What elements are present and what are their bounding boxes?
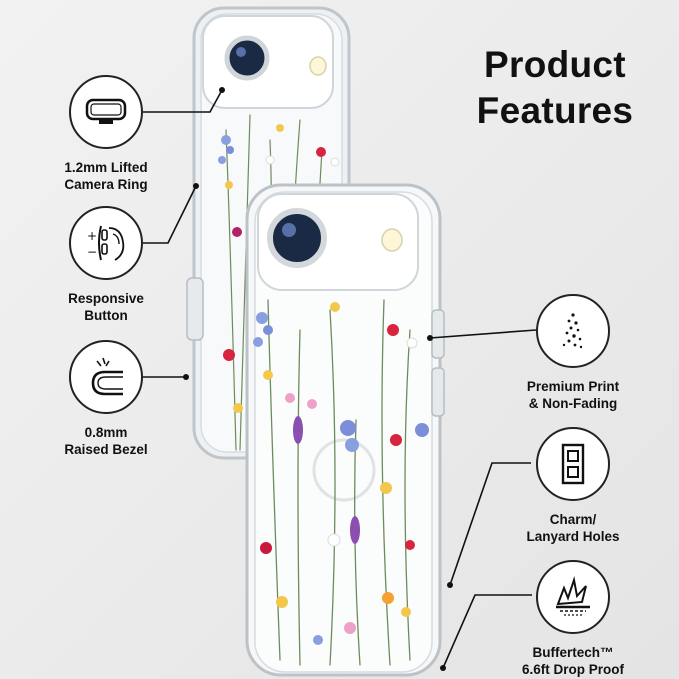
feature-premium-print-circle	[536, 294, 610, 368]
feature-raised-bezel: 0.8mm Raised Bezel	[31, 340, 181, 458]
feature-lanyard-holes-label: Charm/ Lanyard Holes	[526, 512, 620, 544]
camera-ring-icon	[85, 98, 127, 124]
feature-drop-proof: Buffertech™ 6.6ft Drop Proof	[498, 560, 648, 678]
drop-proof-icon	[556, 576, 590, 616]
feature-premium-print-label: Premium Print & Non-Fading	[526, 379, 620, 411]
svg-text:−: −	[87, 245, 97, 259]
feature-lanyard-holes-circle	[536, 427, 610, 501]
feature-premium-print: Premium Print & Non-Fading	[498, 294, 648, 412]
feature-drop-proof-label: Buffertech™ 6.6ft Drop Proof	[521, 645, 624, 677]
feature-lanyard-holes: Charm/ Lanyard Holes	[498, 427, 648, 545]
front-phone-floral-print	[223, 299, 429, 666]
feature-raised-bezel-label: 0.8mm Raised Bezel	[64, 425, 148, 457]
print-dots-icon	[562, 313, 583, 349]
feature-raised-bezel-circle	[69, 340, 143, 414]
button-icon: + −	[87, 225, 125, 261]
bezel-icon	[91, 357, 123, 396]
product-features-title: Product Features	[455, 42, 655, 134]
title-line-1: Product	[484, 44, 626, 85]
feature-responsive-button: + − Responsive Button	[31, 206, 181, 324]
feature-camera-ring-circle	[69, 75, 143, 149]
feature-camera-ring-label: 1.2mm Lifted Camera Ring	[64, 160, 148, 192]
feature-responsive-button-circle: + −	[69, 206, 143, 280]
svg-text:+: +	[87, 229, 97, 243]
lanyard-hole-icon	[561, 443, 585, 485]
feature-camera-ring: 1.2mm Lifted Camera Ring	[31, 75, 181, 193]
title-line-2: Features	[476, 90, 634, 131]
feature-responsive-button-label: Responsive Button	[68, 291, 144, 323]
feature-drop-proof-circle	[536, 560, 610, 634]
